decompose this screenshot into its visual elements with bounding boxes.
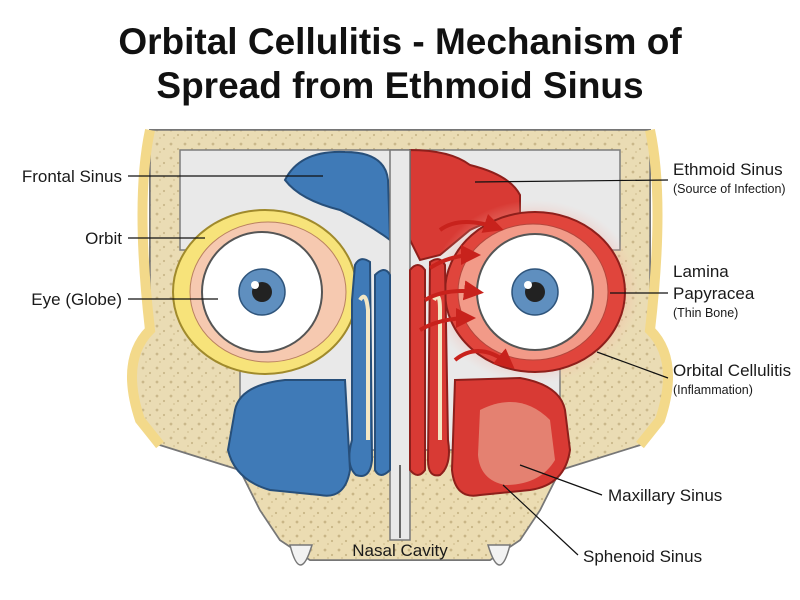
title-line-1: Orbital Cellulitis - Mechanism of: [118, 21, 682, 62]
label-orbital-cellulitis-sub: (Inflammation): [673, 383, 753, 397]
left-orbit: [172, 209, 358, 375]
left-eye-globe: [201, 231, 323, 353]
label-frontal-sinus: Frontal Sinus: [22, 167, 122, 186]
tooth-left: [289, 544, 314, 566]
label-maxillary-sinus: Maxillary Sinus: [608, 486, 722, 505]
label-orbit: Orbit: [85, 229, 122, 248]
label-lamina-line1: Lamina: [673, 262, 729, 281]
title-line-2: Spread from Ethmoid Sinus: [156, 65, 644, 106]
nasal-cavity-shape: [348, 149, 450, 541]
label-ethmoid-sub: (Source of Infection): [673, 182, 786, 196]
label-ethmoid-sinus: Ethmoid Sinus: [673, 160, 783, 179]
label-nasal-cavity: Nasal Cavity: [352, 541, 448, 560]
leader-lines: [128, 175, 669, 556]
right-eye-globe: [476, 233, 594, 351]
spread-arrows: [418, 214, 515, 369]
label-eye-globe: Eye (Globe): [31, 290, 122, 309]
page-title: Orbital Cellulitis - Mechanism of Spread…: [0, 20, 800, 108]
label-lamina-sub: (Thin Bone): [673, 306, 738, 320]
right-orbit: [430, 200, 640, 384]
label-orbital-cellulitis: Orbital Cellulitis: [673, 361, 791, 380]
sphenoid-sinus-shape: [478, 402, 555, 485]
tooth-right: [486, 544, 511, 566]
label-sphenoid-sinus: Sphenoid Sinus: [583, 547, 702, 566]
label-lamina-line2: Papyracea: [673, 284, 755, 303]
left-maxillary-sinus: [226, 379, 352, 497]
frontal-sinus-shape: [283, 150, 392, 243]
